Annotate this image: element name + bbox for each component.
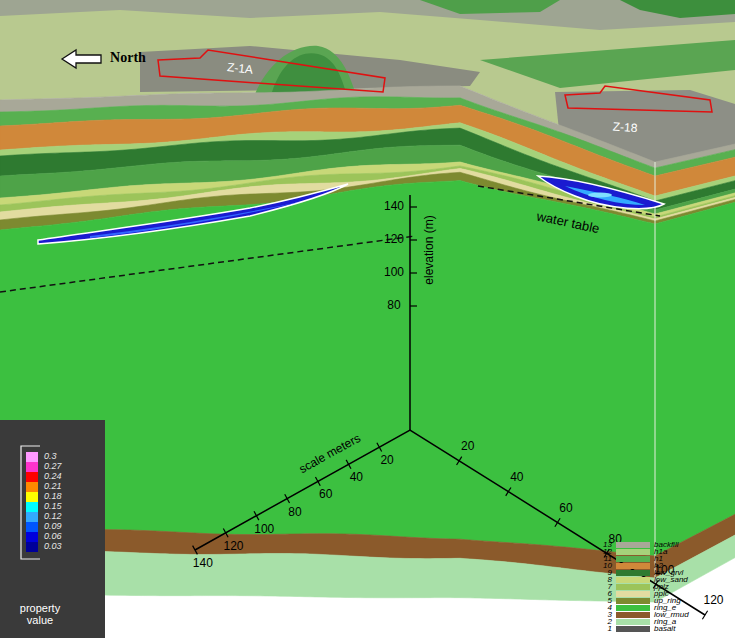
- axis-tick-label: 60: [319, 489, 332, 502]
- plume-core: [90, 202, 300, 238]
- legend-swatch: [616, 591, 650, 597]
- axis-line: [195, 430, 705, 615]
- legend-swatch: [616, 577, 650, 583]
- legend-swatch: [616, 626, 650, 632]
- legend-swatch: [26, 482, 38, 492]
- colorbar-value: 0.24: [44, 472, 62, 482]
- axis-tick: [410, 272, 417, 273]
- axis-tick: [254, 511, 259, 520]
- block-edge: [655, 162, 656, 602]
- axis-tick-label: 40: [350, 472, 363, 485]
- legend-swatch: [26, 462, 38, 472]
- legend-swatch: [616, 605, 650, 611]
- axis-tick: [285, 494, 290, 503]
- site-outline: [158, 50, 385, 92]
- legend-swatch: [26, 492, 38, 502]
- surface-patch: [480, 40, 735, 88]
- axis-tick: [346, 460, 351, 469]
- axis-tick: [410, 239, 417, 240]
- axis-title: elevation (m): [423, 215, 436, 284]
- legend-number: 1: [608, 625, 612, 634]
- legend-swatch: [616, 612, 650, 618]
- axis-tick: [315, 477, 320, 486]
- axis-tick-label: 120: [223, 540, 243, 553]
- plume: [38, 184, 348, 244]
- axis-tick-label: 120: [703, 595, 723, 608]
- geologic-layer: [655, 535, 735, 602]
- axis-tick-label: 100: [254, 523, 274, 536]
- legend-swatch: [616, 542, 650, 548]
- axis-tick-label: 120: [384, 233, 404, 246]
- colorbar-value: 0.09: [44, 522, 62, 532]
- plume: [538, 176, 664, 209]
- axis-tick-label: 80: [288, 506, 301, 519]
- water-table-line: [0, 186, 660, 292]
- scale-axes: [193, 195, 708, 619]
- colorbar-value: 0.27: [44, 462, 62, 472]
- axis-tick-label: 100: [384, 266, 404, 279]
- layer-name: basalt: [654, 625, 675, 634]
- axis-tick: [410, 206, 417, 207]
- plumes: [38, 176, 664, 244]
- legend-swatch: [616, 549, 650, 555]
- compass-label: North: [110, 50, 146, 65]
- axis-tick: [410, 305, 417, 306]
- legend-swatch: [616, 570, 650, 576]
- axis-line: [409, 195, 411, 430]
- legend-swatch: [26, 512, 38, 522]
- legend-swatch: [26, 472, 38, 482]
- colorbar-value: 0.21: [44, 482, 62, 492]
- site-outline: [565, 86, 712, 112]
- north-arrow: [62, 50, 101, 68]
- surface-patch: [620, 0, 735, 18]
- legend-swatch: [26, 522, 38, 532]
- cross-section: [0, 86, 735, 602]
- legend-swatch: [616, 563, 650, 569]
- legend-swatch: [26, 542, 38, 552]
- axis-tick-label: 20: [461, 441, 474, 454]
- axis-tick-label: 60: [559, 502, 572, 515]
- colorbar-value: 0.06: [44, 532, 62, 542]
- axis-tick-label: 40: [510, 471, 523, 484]
- axis-tick-label: 140: [193, 557, 213, 570]
- legend-swatch: [616, 584, 650, 590]
- axis-tick-label: 20: [380, 455, 393, 468]
- site-label: Z-18: [612, 121, 638, 136]
- colorbar-value: 0.3: [44, 452, 57, 462]
- legend-title: property value: [10, 602, 70, 626]
- axis-tick: [702, 611, 707, 619]
- axis-tick: [223, 528, 228, 537]
- legend-swatch: [616, 556, 650, 562]
- colorbar-bracket: [21, 446, 40, 559]
- surface-patch: [420, 0, 560, 14]
- legend-swatch: [26, 452, 38, 462]
- legend-panel: [0, 420, 105, 638]
- legend-swatch: [616, 619, 650, 625]
- axis-tick-label: 140: [384, 200, 404, 213]
- colorbar-value: 0.18: [44, 492, 62, 502]
- axis-tick: [193, 546, 198, 555]
- axis-tick: [555, 518, 560, 526]
- plume-core: [588, 193, 612, 198]
- surface-patch: [0, 0, 735, 30]
- axis-tick: [457, 457, 462, 465]
- geologic-layer: [655, 202, 735, 556]
- colorbar-value: 0.15: [44, 502, 62, 512]
- axis-tick-label: 80: [387, 299, 400, 312]
- colorbar-value: 0.03: [44, 542, 62, 552]
- axis-tick: [377, 443, 382, 452]
- axis-tick: [506, 487, 511, 495]
- colorbar-value: 0.12: [44, 512, 62, 522]
- site-label: Z-1A: [226, 61, 253, 77]
- legend-swatch: [616, 598, 650, 604]
- legend-swatch: [26, 532, 38, 542]
- legend-swatch: [26, 502, 38, 512]
